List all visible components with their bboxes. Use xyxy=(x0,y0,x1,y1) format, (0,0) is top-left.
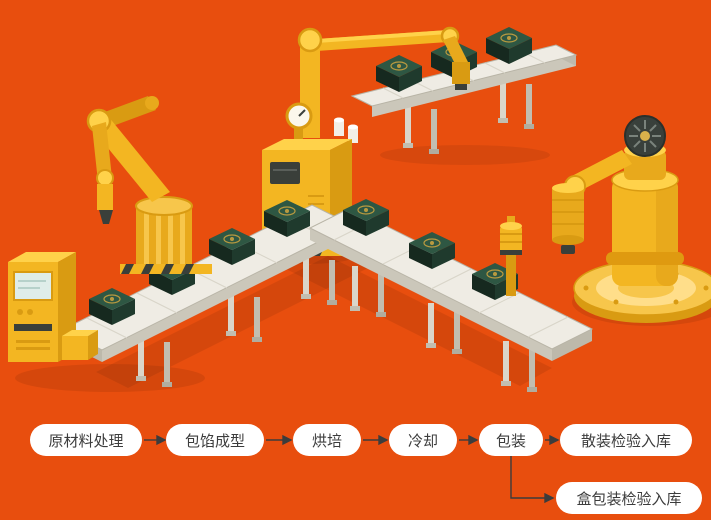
flow-step-label: 烘培 xyxy=(311,432,342,450)
flow-step-bulk-inspection: 散装检验入库 xyxy=(560,424,692,456)
rotary-platform xyxy=(573,260,711,323)
flow-step-label: 盒包装检验入库 xyxy=(576,490,682,508)
control-cabinet xyxy=(8,252,98,362)
hazard-strip xyxy=(120,264,212,274)
process-flowchart: 原材料处理 包馅成型 烘培 冷却 包装 散装检验入库 盒包装检验入库 xyxy=(0,410,711,520)
flow-step-label: 原材料处理 xyxy=(48,432,124,450)
flow-step-filling-forming: 包馅成型 xyxy=(166,424,264,456)
gantry-robot xyxy=(297,26,470,138)
sealer-device xyxy=(500,216,522,296)
arrow-right-icon xyxy=(544,492,555,504)
flow-step-label: 包馅成型 xyxy=(184,432,245,450)
flow-step-raw-material: 原材料处理 xyxy=(30,424,142,456)
flow-step-label: 冷却 xyxy=(407,432,438,450)
fan-disc-icon xyxy=(624,115,666,157)
flow-step-baking: 烘培 xyxy=(293,424,361,456)
gripper-tip xyxy=(99,210,113,224)
arrow-right-icon xyxy=(378,434,389,446)
flow-step-boxed-inspection: 盒包装检验入库 xyxy=(556,482,702,514)
arrow-right-icon xyxy=(156,434,167,446)
production-line-illustration xyxy=(8,26,711,392)
flow-step-label: 包装 xyxy=(495,432,526,450)
arrow-right-icon xyxy=(282,434,293,446)
conveyor-bottom-right xyxy=(308,198,594,392)
crate xyxy=(62,330,98,360)
conveyor-left xyxy=(60,199,354,387)
robot-arm-left xyxy=(86,96,212,274)
flow-step-label: 散装检验入库 xyxy=(580,432,671,450)
oven-window xyxy=(270,162,300,184)
arrow-right-icon xyxy=(468,434,479,446)
gripper-tip xyxy=(455,84,467,90)
gripper-tip xyxy=(561,245,575,254)
cabinet-screen xyxy=(13,271,53,301)
flow-connectors xyxy=(144,434,560,504)
robot-wrist-right xyxy=(552,183,584,254)
flow-step-cooling: 冷却 xyxy=(389,424,457,456)
arrow-right-icon xyxy=(549,434,560,446)
flow-step-packaging: 包装 xyxy=(479,424,543,456)
